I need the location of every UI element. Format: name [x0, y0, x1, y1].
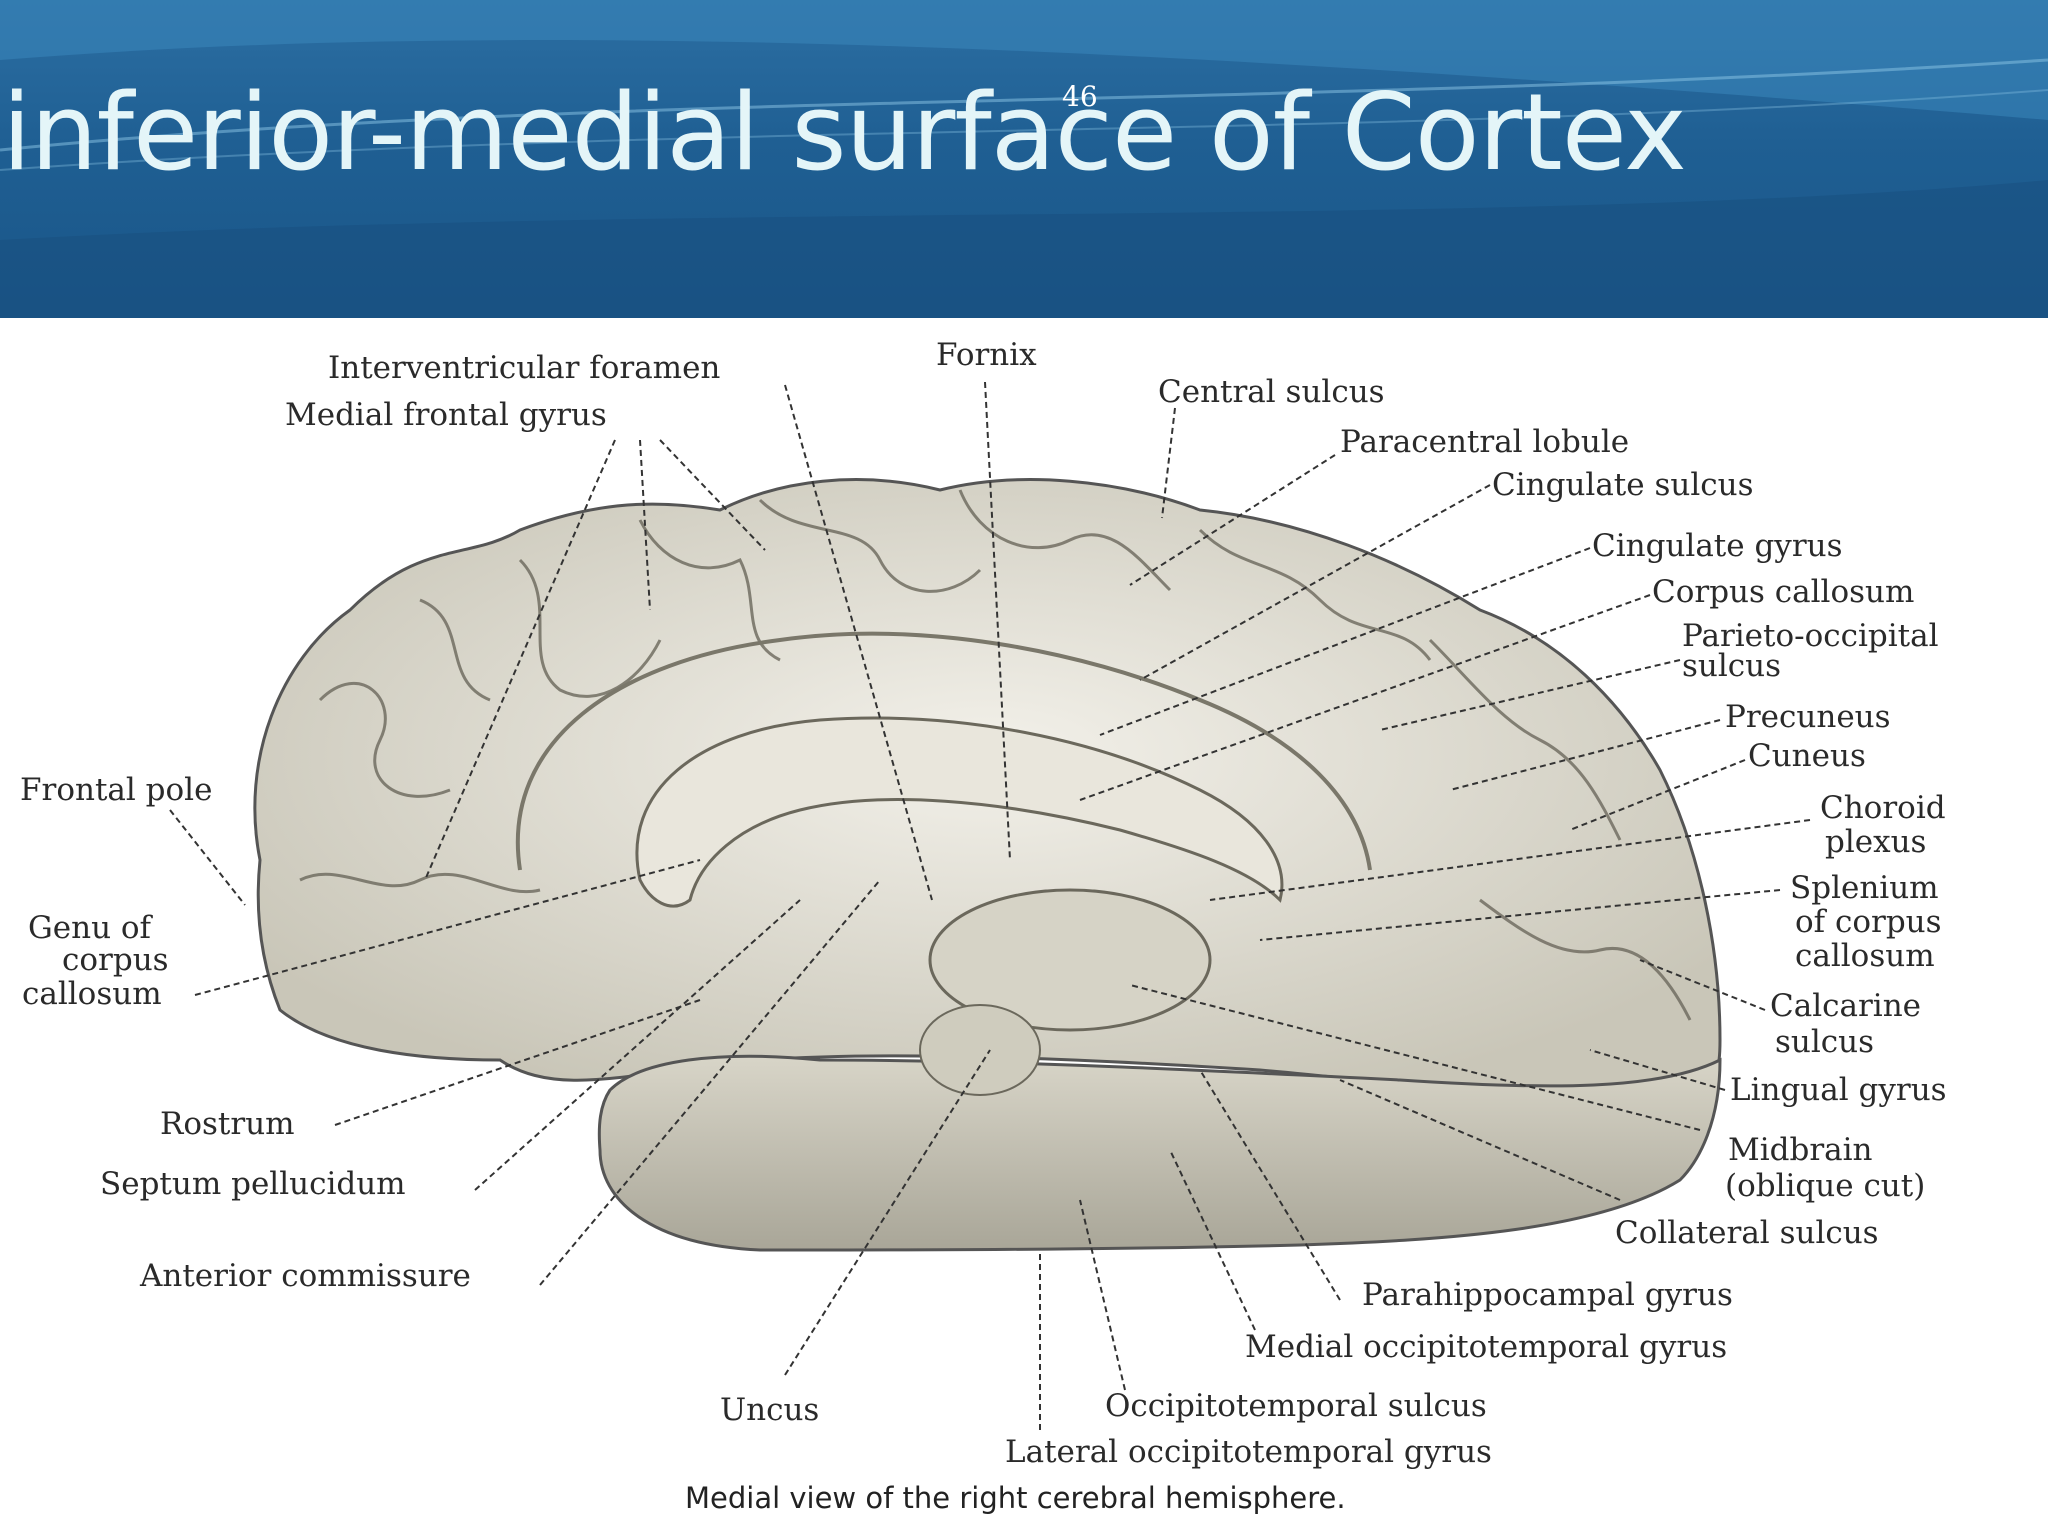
label-corpus-callosum: Corpus callosum	[1652, 574, 1914, 610]
label-genu-line3: callosum	[22, 976, 162, 1012]
label-cuneus: Cuneus	[1748, 738, 1866, 774]
label-collateral-sulcus: Collateral sulcus	[1615, 1215, 1879, 1251]
label-central-sulcus: Central sulcus	[1158, 374, 1385, 410]
label-lingual-gyrus: Lingual gyrus	[1730, 1072, 1947, 1108]
inferior-temporal-surface	[597, 1054, 1722, 1252]
cingulate-gyrus	[516, 631, 1372, 871]
label-splenium-line3: callosum	[1795, 938, 1935, 974]
figure-caption: Medial view of the right cerebral hemisp…	[685, 1481, 1346, 1515]
label-splenium-line1: Splenium	[1790, 870, 1939, 906]
label-parahippocampal-gyrus: Parahippocampal gyrus	[1362, 1277, 1733, 1313]
label-uncus: Uncus	[720, 1392, 819, 1428]
label-leader-lines	[169, 381, 1811, 1430]
label-medial-frontal-gyrus: Medial frontal gyrus	[285, 397, 607, 433]
label-midbrain-line1: Midbrain	[1728, 1132, 1873, 1168]
label-midbrain-line2: (oblique cut)	[1725, 1168, 1925, 1204]
slide-title: inferior-medial surface of Cortex	[2, 71, 1687, 194]
corpus-callosum	[635, 716, 1284, 908]
label-rostrum: Rostrum	[160, 1106, 295, 1142]
slide-number: 46	[1062, 80, 1098, 113]
label-lateral-occipitotemporal-gyrus: Lateral occipitotemporal gyrus	[1005, 1434, 1492, 1470]
label-fornix: Fornix	[936, 337, 1037, 373]
label-cingulate-gyrus: Cingulate gyrus	[1592, 528, 1843, 564]
label-septum-pellucidum: Septum pellucidum	[100, 1166, 406, 1202]
label-parieto-occipital-line1: Parieto-occipital	[1682, 618, 1939, 654]
label-medial-occipitotemporal-gyrus: Medial occipitotemporal gyrus	[1245, 1329, 1727, 1365]
label-precuneus: Precuneus	[1725, 699, 1891, 735]
label-genu-line1: Genu of	[28, 910, 154, 946]
slide-header: inferior-medial surface of Cortex 46	[0, 0, 2048, 318]
header-swoosh-decoration	[0, 0, 2048, 318]
anatomy-labels: Interventricular foramen Medial frontal …	[20, 337, 1947, 1470]
label-frontal-pole: Frontal pole	[20, 772, 212, 808]
label-choroid-line1: Choroid	[1820, 790, 1946, 826]
label-anterior-commissure: Anterior commissure	[139, 1258, 471, 1294]
label-paracentral-lobule: Paracentral lobule	[1340, 424, 1629, 460]
thalamus-region	[919, 888, 1212, 1096]
brain-medial-view-illustration: Interventricular foramen Medial frontal …	[20, 337, 1947, 1515]
label-genu-line2: corpus	[62, 942, 169, 978]
label-parieto-occipital-line2: sulcus	[1682, 648, 1781, 684]
label-interventricular-foramen: Interventricular foramen	[328, 350, 720, 386]
gyral-folds	[299, 489, 1692, 1021]
label-cingulate-sulcus: Cingulate sulcus	[1492, 467, 1754, 503]
label-calcarine-line2: sulcus	[1775, 1024, 1874, 1060]
label-choroid-line2: plexus	[1825, 824, 1926, 860]
label-occipitotemporal-sulcus: Occipitotemporal sulcus	[1105, 1388, 1487, 1424]
label-calcarine-line1: Calcarine	[1770, 988, 1921, 1024]
label-splenium-line2: of corpus	[1795, 904, 1942, 940]
